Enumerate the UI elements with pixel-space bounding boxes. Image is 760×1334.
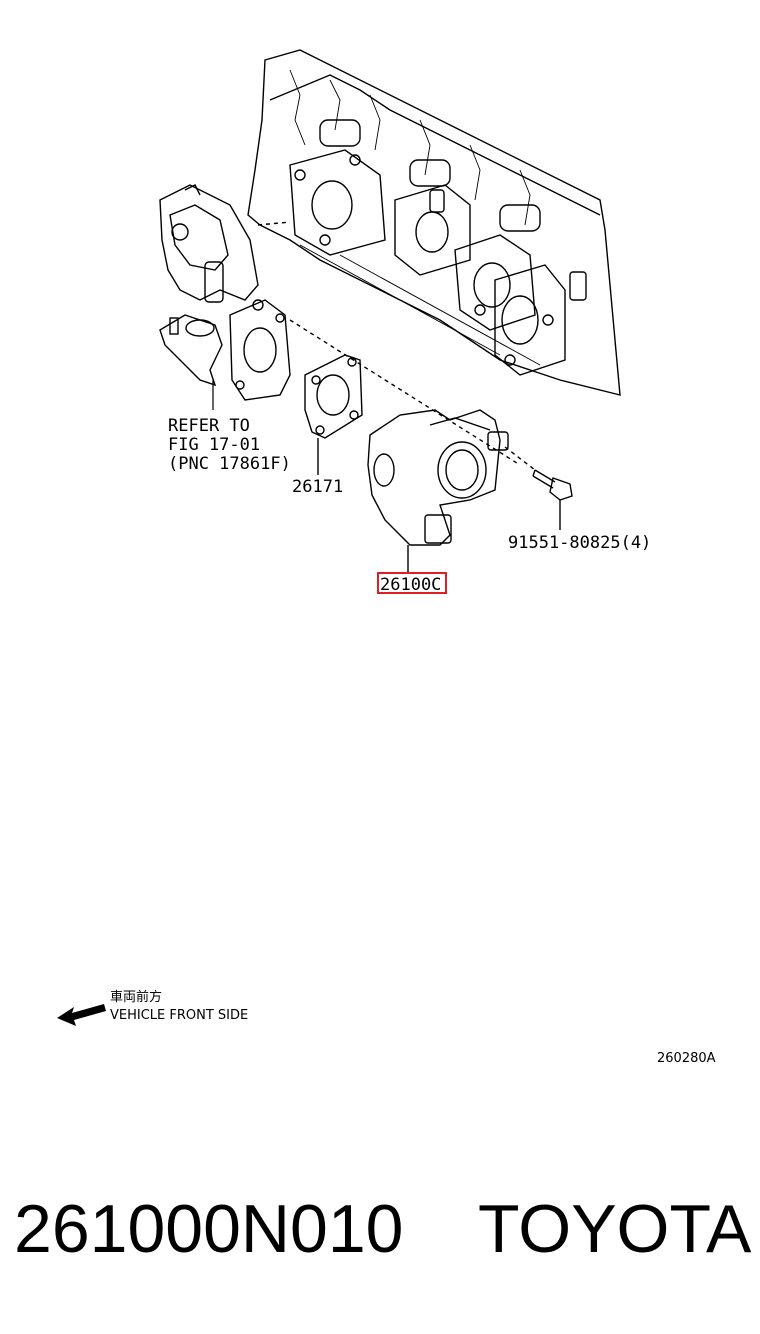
front-side-label-jp: 車両前方 <box>110 989 162 1005</box>
front-direction-arrow-icon <box>57 1004 106 1026</box>
refer-label-line1: REFER TO <box>168 416 250 436</box>
figure-code: 260280A <box>657 1051 716 1066</box>
bolt-part-label[interactable]: 91551-80825(4) <box>508 533 651 553</box>
intake-manifold-drawing <box>159 184 521 466</box>
refer-label-line3: (PNC 17861F) <box>168 454 291 474</box>
footer-caption: 261000N010 TOYOTA <box>0 1180 760 1300</box>
throttle-body-drawing <box>367 409 509 572</box>
bolt-drawing <box>504 446 573 530</box>
cylinder-head-drawing <box>247 49 621 396</box>
part-number: 261000N010 <box>14 1191 404 1267</box>
refer-label-line2: FIG 17-01 <box>168 435 260 455</box>
gasket-part-label[interactable]: 26171 <box>292 477 343 497</box>
front-side-label-en: VEHICLE FRONT SIDE <box>110 1008 248 1023</box>
gasket-drawing <box>304 354 363 475</box>
brand-name: TOYOTA <box>478 1191 752 1267</box>
highlight-box <box>377 572 447 594</box>
throttle-body-part-label[interactable]: 26100C <box>380 575 441 595</box>
